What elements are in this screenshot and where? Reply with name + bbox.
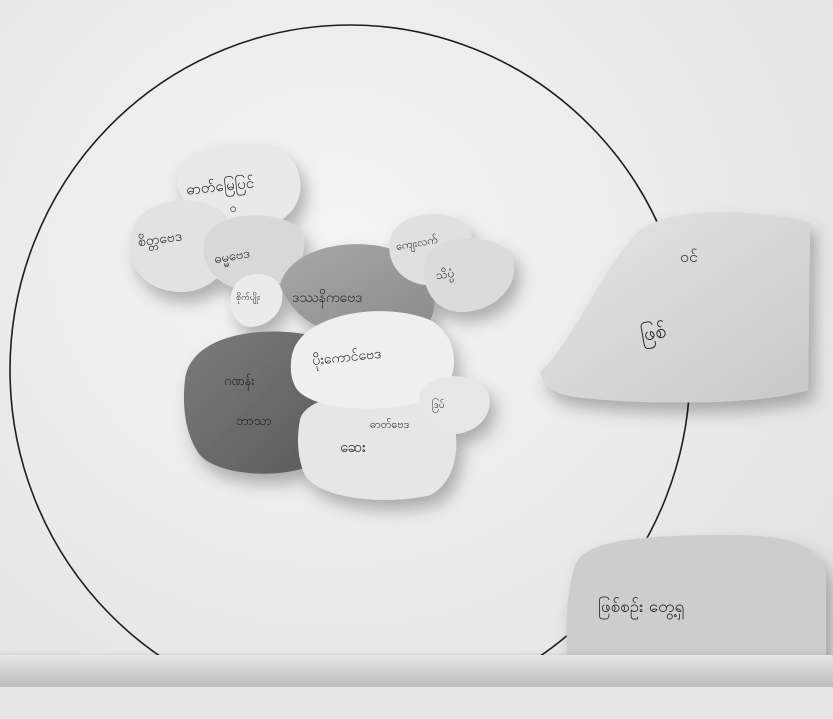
card-bottom-center-sub: ဓာတ်ဗေဒ <box>370 418 410 431</box>
card-dark-large-sub: ဘာသာ <box>236 414 272 429</box>
card-top-left-sub: ဝ <box>230 201 237 215</box>
card-small-left-label: စိုက်ပျိုး <box>236 292 261 304</box>
card-right-bent-shape <box>540 212 810 402</box>
shelf-underside <box>0 687 833 719</box>
card-bottom-center-label: ဆေး <box>340 438 366 456</box>
card-tiny-right-label: ဒြပ် <box>432 397 445 413</box>
card-bottom-right-label: ဖြစ်စဉ်း တွေ့ရှ <box>598 595 684 620</box>
card-dark-middle-label: ဒဿနိကဗေဒ <box>292 290 362 308</box>
shelf-edge <box>0 655 833 687</box>
card-right-bent-sub: ဝင် <box>680 247 698 266</box>
card-dark-large-label: ဂဏန်း <box>224 373 255 391</box>
